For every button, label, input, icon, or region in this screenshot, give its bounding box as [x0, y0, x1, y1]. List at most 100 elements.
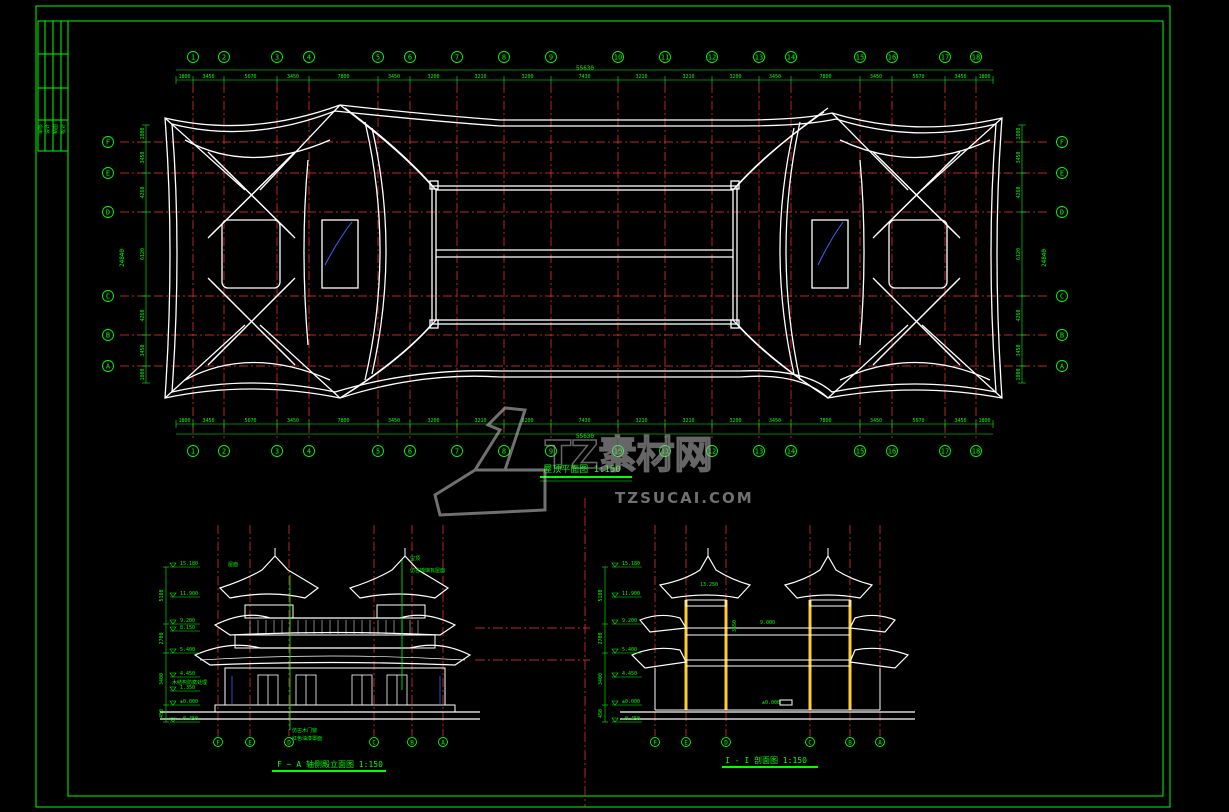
axis-bubble-label: 18: [972, 54, 980, 62]
axis-bubble-label: F: [1060, 139, 1064, 147]
level-mark: [169, 686, 177, 692]
plan-axis-bubbles: 1122334455667788991010111112121313141415…: [102, 51, 1068, 457]
axis-bubble-label: D: [106, 209, 110, 217]
axis-bubble: [681, 737, 691, 747]
axis-bubble: [612, 445, 624, 457]
section-title: I - I 剖面图 1:150: [725, 755, 807, 765]
axis-bubble: [372, 51, 384, 63]
axis-bubble-label: 12: [708, 448, 716, 456]
axis-bubble: [721, 737, 731, 747]
plan-total-height: 24840: [119, 249, 126, 267]
roof-outline: [164, 104, 1003, 399]
axis-bubble-label: 14: [787, 448, 795, 456]
axis-bubble-label: 6: [408, 54, 412, 62]
level-mark: [169, 700, 177, 706]
axis-bubble: [187, 51, 199, 63]
dim-text: 3450: [1016, 151, 1022, 163]
section-inner-level: 13.250: [700, 582, 718, 588]
axis-bubble: [1056, 167, 1068, 179]
dim-text: 3450: [287, 74, 299, 80]
dim-text: 3450: [388, 418, 400, 424]
axis-bubble-label: 11: [661, 54, 669, 62]
axis-bubble: [854, 445, 866, 457]
axis-bubble: [218, 51, 230, 63]
level-text: 4.450: [180, 671, 195, 677]
axis-bubble-label: B: [1060, 332, 1064, 340]
axis-bubble-label: D: [287, 740, 291, 747]
elevation-annotation: 木结构防腐处理: [172, 679, 207, 686]
axis-bubble-label: 9: [549, 448, 553, 456]
section-inner-level: 3650: [732, 620, 738, 632]
dim-text: 5670: [912, 74, 924, 80]
dim-text: 4260: [1016, 309, 1022, 321]
axis-bubble: [102, 290, 114, 302]
axis-bubble-label: 14: [787, 54, 795, 62]
watermark: TZ素材网 TZSUCAI.COM: [433, 406, 754, 517]
axis-bubble: [785, 51, 797, 63]
level-text: ±0.000: [180, 699, 198, 705]
axis-bubble-label: B: [410, 740, 414, 747]
level-mark: [169, 672, 177, 678]
axis-bubble-label: A: [878, 740, 882, 747]
dim-text: 3210: [635, 74, 647, 80]
axis-bubble-label: 1: [191, 448, 195, 456]
axis-bubble: [438, 737, 448, 747]
watermark-url: TZSUCAI.COM: [615, 489, 754, 507]
elevation-levels: 15.18011.9009.2008.1505.4004.4501.350±0.…: [169, 561, 200, 723]
elevation-axis-lines: [217, 525, 444, 736]
axis-bubble: [659, 51, 671, 63]
axis-bubble-label: C: [106, 293, 110, 301]
axis-bubble: [218, 445, 230, 457]
level-text: 1.350: [180, 685, 195, 691]
dim-text: 1800: [178, 418, 190, 424]
axis-bubble: [753, 445, 765, 457]
inner-frame: [67, 20, 1164, 797]
axis-bubble-label: 8: [502, 448, 506, 456]
axis-bubble: [939, 445, 951, 457]
axis-bubble-label: 5: [376, 54, 380, 62]
axis-bubble: [102, 329, 114, 341]
axis-bubble: [805, 737, 815, 747]
axis-bubble-label: 2: [222, 54, 226, 62]
axis-bubble: [284, 737, 294, 747]
dim-text: 3210: [635, 418, 647, 424]
dim-text: 6120: [1016, 248, 1022, 260]
section-columns: [684, 600, 852, 710]
axis-bubble-label: A: [1060, 363, 1065, 371]
dim-text: 6120: [140, 248, 146, 260]
elevation-annotation: 仿古琉璃瓦屋面: [410, 567, 445, 574]
axis-bubble: [303, 51, 315, 63]
axis-bubble: [706, 51, 718, 63]
axis-bubble: [372, 445, 384, 457]
axis-bubble: [785, 445, 797, 457]
axis-bubble-label: E: [248, 740, 252, 747]
axis-bubble: [1056, 206, 1068, 218]
axis-bubble-label: F: [106, 139, 110, 147]
dim-text: 3450: [1016, 344, 1022, 356]
dim-text: 3210: [474, 74, 486, 80]
axis-bubble-label: 10: [614, 54, 622, 62]
dim-text: 3200: [427, 418, 439, 424]
dim-text: 3450: [870, 74, 882, 80]
dim-text: 1800: [978, 418, 990, 424]
dim-text: 3450: [202, 418, 214, 424]
axis-bubble-label: 7: [455, 54, 459, 62]
dim-text: 3200: [427, 74, 439, 80]
level-mark: [611, 700, 619, 706]
level-text: 8.150: [180, 625, 195, 631]
axis-bubble: [659, 445, 671, 457]
level-mark: [169, 619, 177, 625]
dim-text: 3200: [729, 74, 741, 80]
dim-text: 3400: [159, 673, 165, 685]
axis-bubble-label: 2: [222, 448, 226, 456]
dim-text: 450: [598, 709, 604, 718]
axis-bubble: [1056, 136, 1068, 148]
axis-bubble: [970, 445, 982, 457]
side-hall-elevation: 15.18011.9009.2008.1505.4004.4501.350±0.…: [159, 525, 480, 772]
dim-text: 450: [159, 709, 165, 718]
title-block-cell: 制图: [52, 124, 59, 134]
plan-axis-grid: [120, 84, 1050, 440]
